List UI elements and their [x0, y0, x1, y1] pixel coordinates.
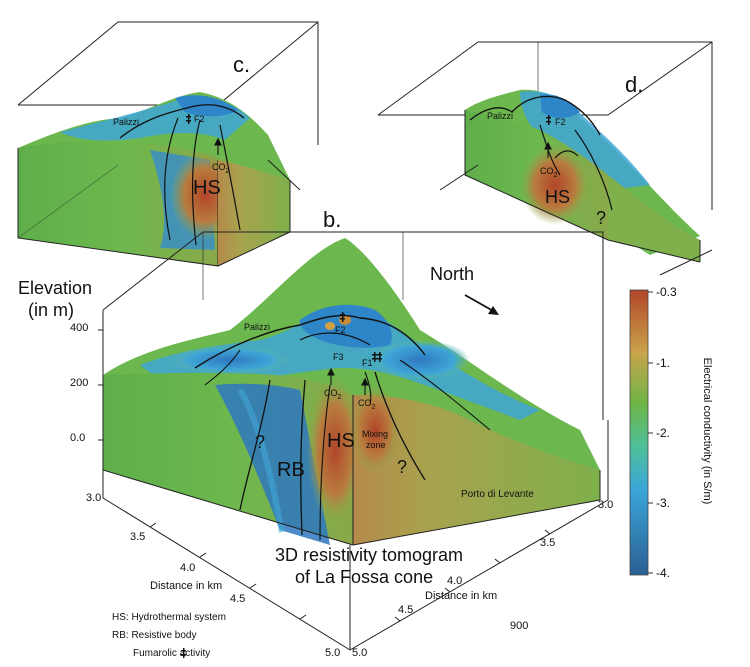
- b-co2-right: CO2: [358, 398, 376, 411]
- elevation-tick-400: 400: [70, 322, 89, 334]
- fumarole-icon-b-f1: [372, 352, 382, 362]
- legend-rb: RB: Resistive body: [112, 630, 197, 641]
- left-axis-tick-3.0: 3.0: [86, 492, 102, 504]
- c-co2: CO2: [212, 162, 230, 175]
- b-rb: RB: [277, 459, 305, 481]
- colorbar-tick-4: -4.: [656, 566, 671, 580]
- right-axis-tick-3.5: 3.5: [540, 537, 556, 549]
- d-co2: CO2: [540, 166, 558, 179]
- panel-c-label: c.: [233, 52, 251, 77]
- left-axis-tick-5.0: 5.0: [325, 647, 341, 659]
- panel-b: [98, 231, 609, 651]
- b-mixing-2: zone: [366, 440, 386, 450]
- right-axis-tick-4.5: 4.5: [398, 604, 414, 616]
- c-f2: F2: [194, 114, 205, 124]
- co2-arrows: [214, 137, 552, 395]
- b-mixing-1: Mixing: [362, 429, 389, 439]
- colorbar-tick-0: -0.3: [656, 285, 677, 299]
- left-axis-tick-4.0: 4.0: [180, 562, 196, 574]
- b-f2: F2: [335, 325, 346, 335]
- b-porto: Porto di Levante: [461, 489, 534, 500]
- legend-hs: HS: Hydrothermal system: [112, 612, 226, 623]
- right-axis-label: Distance in km: [425, 590, 498, 602]
- right-axis-tick-3.0: 3.0: [598, 499, 614, 511]
- colorbar-tick-2: -2.: [656, 426, 671, 440]
- elevation-label-2: (in m): [28, 300, 74, 320]
- b-f1: F1: [362, 358, 373, 368]
- panel-b-label: b.: [323, 207, 342, 232]
- colorbar-title: Electrical conductivity (in S/m): [701, 357, 713, 505]
- left-axis-label: Distance in km: [150, 580, 223, 592]
- b-hs: HS: [327, 430, 355, 452]
- right-axis-tick-4.0: 4.0: [447, 575, 463, 587]
- fumarole-icon-c: [186, 114, 191, 124]
- panel-c: [17, 21, 319, 267]
- d-hs: HS: [545, 187, 571, 207]
- elevation-label-1: Elevation: [18, 278, 93, 298]
- elevation-tick-0: 0.0: [70, 432, 86, 444]
- right-axis-tick-5.0: 5.0: [352, 647, 368, 659]
- panel-d-label: d.: [625, 72, 644, 97]
- fumarole-icon-b-f2: [340, 312, 345, 322]
- d-question: ?: [596, 208, 607, 228]
- b-question-1: ?: [255, 432, 266, 452]
- north-arrow: [464, 294, 499, 315]
- c-hs: HS: [193, 177, 221, 199]
- colorbar: [629, 289, 653, 576]
- c-palizzi: Palizzi: [113, 117, 140, 127]
- panel-d: [377, 41, 713, 276]
- b-co2-left: CO2: [324, 388, 342, 401]
- d-palizzi: Palizzi: [487, 111, 514, 121]
- b-question-2: ?: [397, 457, 408, 477]
- left-axis-tick-3.5: 3.5: [130, 531, 146, 543]
- north-label: North: [430, 264, 475, 284]
- colorbar-tick-3: -3.: [656, 496, 671, 510]
- b-palizzi: Palizzi: [244, 322, 271, 332]
- colorbar-tick-1: -1.: [656, 356, 671, 370]
- d-f2: F2: [555, 117, 566, 127]
- right-axis-extra-tick: 900: [510, 620, 529, 632]
- elevation-tick-200: 200: [70, 377, 89, 389]
- b-f3: F3: [333, 352, 344, 362]
- legend-fumarolic: Fumarolic activity: [133, 648, 211, 659]
- left-axis-tick-4.5: 4.5: [230, 593, 246, 605]
- chart-title-line2: of La Fossa cone: [295, 567, 434, 587]
- chart-title-line1: 3D resistivity tomogram: [275, 545, 464, 565]
- fumarole-icon-legend: [181, 648, 186, 658]
- fumarole-icon-d: [546, 115, 551, 125]
